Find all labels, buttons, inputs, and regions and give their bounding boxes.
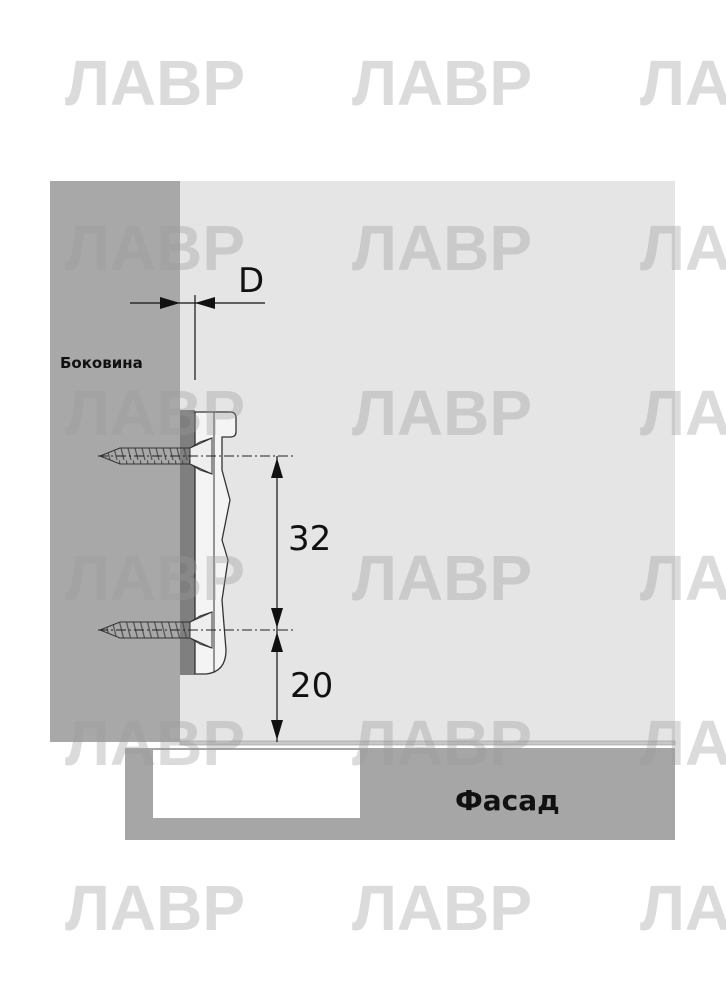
- watermark-logo: ЛАВР: [640, 47, 726, 119]
- edge-distance-label: 20: [290, 666, 333, 706]
- watermark-logo: ЛАВР: [65, 212, 245, 284]
- hole-spacing-label: 32: [288, 519, 331, 559]
- watermark-logo: ЛАВР: [65, 707, 245, 779]
- watermark-logo: ЛАВР: [352, 872, 532, 944]
- watermark-logo: ЛАВР: [352, 377, 532, 449]
- vertical-dimension: [271, 456, 283, 742]
- watermark-logo: ЛАВР: [352, 542, 532, 614]
- facade-label: Фасад: [455, 784, 560, 817]
- watermark-logo: ЛАВР: [640, 212, 726, 284]
- watermark-logo: ЛАВР: [640, 707, 726, 779]
- watermark-logo: ЛАВР: [352, 47, 532, 119]
- watermark-logo: ЛАВР: [640, 377, 726, 449]
- watermark-logo: ЛАВР: [640, 872, 726, 944]
- facade-cutout: [153, 750, 360, 818]
- offset-dimension: [130, 295, 265, 380]
- watermark-logo: ЛАВР: [352, 707, 532, 779]
- side-panel-label: Боковина: [60, 354, 143, 372]
- watermark-logo: ЛАВР: [65, 872, 245, 944]
- watermark-logo: ЛАВР: [65, 377, 245, 449]
- mounting-plate: [180, 410, 237, 675]
- watermark-logo: ЛАВР: [352, 212, 532, 284]
- watermark-logo: ЛАВР: [640, 542, 726, 614]
- watermark-logo: ЛАВР: [65, 542, 245, 614]
- offset-label: D: [238, 261, 264, 301]
- bottom-edge-line: [179, 740, 676, 746]
- watermark-logo: ЛАВР: [65, 47, 245, 119]
- watermark-grid: ЛАВР ЛАВР ЛАВР ЛАВР ЛАВР ЛАВР ЛАВР ЛАВР ЛАВР ЛАВР…: [65, 47, 726, 944]
